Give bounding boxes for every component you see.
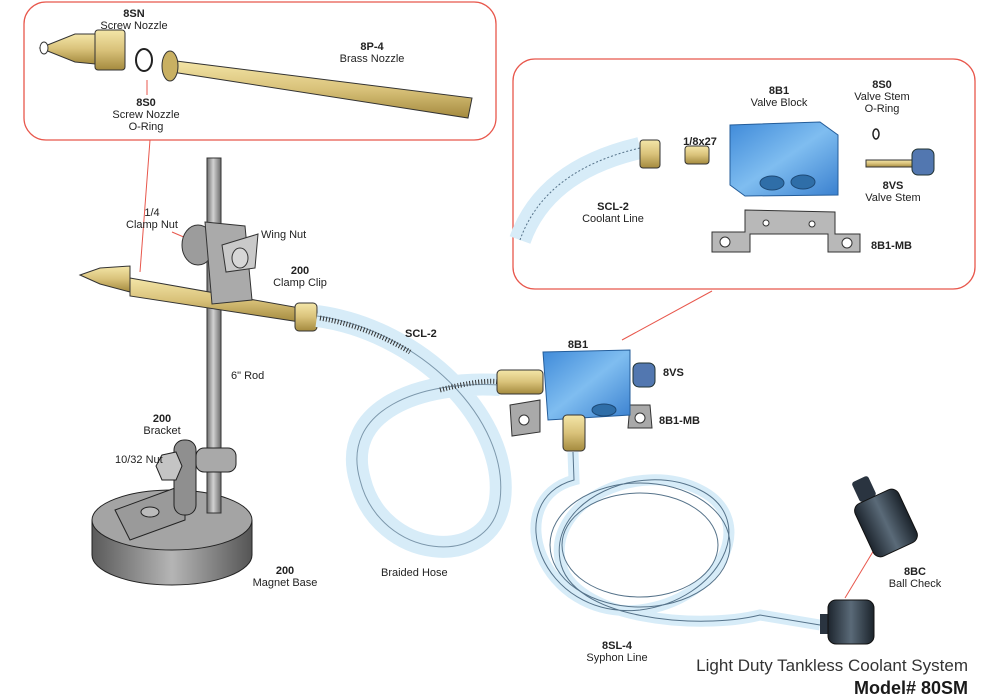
screw-nozzle-part [38, 29, 126, 71]
screw-nozzle-oring-part [135, 48, 153, 72]
assembled-ball-check [820, 599, 875, 645]
nut-label: 10/32 Nut [115, 454, 163, 466]
assembled-valve-block [542, 349, 631, 421]
model-number: Model# 80SM [853, 678, 968, 698]
clamp-clip-part [181, 221, 259, 305]
wing-nut-label: Wing Nut [261, 229, 307, 241]
assembled-outlet-fitting [562, 414, 586, 452]
coolant-line-part [509, 137, 643, 245]
valve-stem-assembled-label: 8VS [663, 367, 684, 379]
valve-block-part [729, 121, 839, 197]
coolant-line-fitting [639, 139, 661, 169]
rod-label: 6" Rod [231, 370, 265, 382]
brass-nozzle-part [161, 50, 473, 119]
nut-part [155, 451, 183, 481]
braided-hose-label: Braided Hose [381, 567, 448, 579]
valve-callout-line [621, 290, 713, 341]
valve-stem-part [865, 148, 935, 176]
hose-code-label: SCL-2 [405, 328, 437, 340]
mount-bracket-part [711, 209, 861, 253]
fitting-label: 1/8x27 [683, 136, 717, 148]
diagram-title: Light Duty Tankless Coolant System [696, 656, 968, 675]
nozzle-callout-line [139, 139, 151, 273]
assembled-inlet-fitting [496, 369, 544, 395]
valve-stem-oring-part [872, 128, 880, 140]
assembled-mount-bracket [509, 399, 653, 437]
braided-hose [315, 305, 512, 558]
adapter-fitting-part [684, 145, 710, 165]
nozzle-kit-panel [23, 1, 497, 141]
syphon-line [530, 451, 821, 631]
mount-bracket-label: 8B1-MB [871, 240, 912, 252]
ball-check-part [852, 476, 918, 558]
valve-kit-panel [512, 58, 976, 290]
mount-bracket-assembled-label: 8B1-MB [659, 415, 700, 427]
valve-block-assembled-label: 8B1 [567, 339, 589, 351]
assembled-valve-stem [632, 362, 656, 388]
